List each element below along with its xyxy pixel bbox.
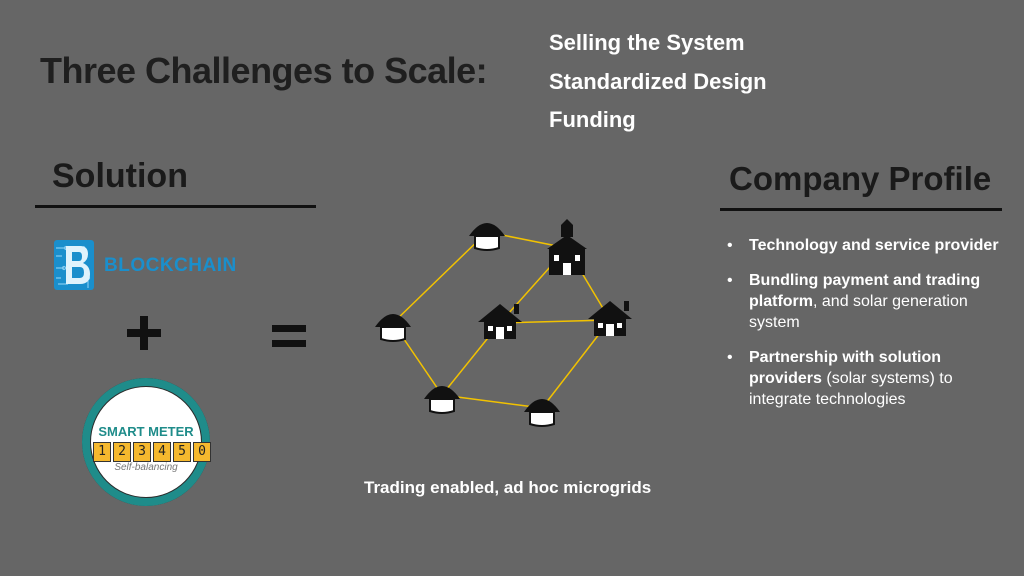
page-title: Three Challenges to Scale: bbox=[40, 50, 488, 91]
meter-digit: 0 bbox=[193, 442, 211, 462]
blockchain-label: BLOCKCHAIN bbox=[104, 255, 237, 276]
profile-item-bold: Technology and service provider bbox=[749, 237, 999, 254]
microgrid-diagram bbox=[374, 219, 632, 427]
meter-digit: 4 bbox=[153, 442, 171, 462]
meter-digit: 3 bbox=[133, 442, 151, 462]
hut-icon bbox=[468, 222, 506, 251]
list-item: •Partnership with solution providers (so… bbox=[727, 349, 953, 408]
blockchain-logo-icon bbox=[54, 240, 94, 290]
smart-meter-digits: 1 2 3 4 5 0 bbox=[93, 442, 211, 462]
microgrid-caption: Trading enabled, ad hoc microgrids bbox=[364, 478, 652, 497]
meter-digit: 1 bbox=[93, 442, 111, 462]
hut-icon bbox=[374, 313, 412, 342]
meter-digit: 5 bbox=[173, 442, 191, 462]
smart-meter-subtitle: Self-balancing bbox=[114, 462, 178, 473]
profile-item-bold: Bundling payment and trading platform bbox=[749, 272, 981, 310]
plus-icon bbox=[127, 316, 161, 350]
solution-heading: Solution bbox=[52, 157, 188, 195]
challenge-item-3: Funding bbox=[549, 107, 636, 132]
solution-underline bbox=[35, 205, 316, 208]
house-icon bbox=[588, 301, 632, 336]
list-item: •Technology and service provider bbox=[727, 237, 999, 254]
company-profile-underline bbox=[720, 208, 1002, 211]
company-profile-list: •Technology and service provider •Bundli… bbox=[727, 235, 1012, 424]
smart-meter-title: SMART METER bbox=[98, 424, 194, 439]
house-icon bbox=[478, 304, 522, 339]
school-icon bbox=[547, 219, 587, 275]
equals-icon bbox=[272, 325, 306, 347]
hut-icon bbox=[523, 398, 561, 427]
profile-item-rest: , and solar generation system bbox=[749, 293, 968, 331]
company-profile-heading: Company Profile bbox=[729, 160, 992, 197]
list-item: •Bundling payment and trading platform, … bbox=[727, 272, 981, 331]
meter-digit: 2 bbox=[113, 442, 131, 462]
challenge-item-2: Standardized Design bbox=[549, 69, 767, 94]
profile-item-rest: (solar systems) to integrate technologie… bbox=[749, 370, 953, 408]
profile-item-bold: Partnership with solution providers bbox=[749, 349, 942, 387]
hut-icon bbox=[423, 385, 461, 414]
challenge-item-1: Selling the System bbox=[549, 30, 745, 55]
